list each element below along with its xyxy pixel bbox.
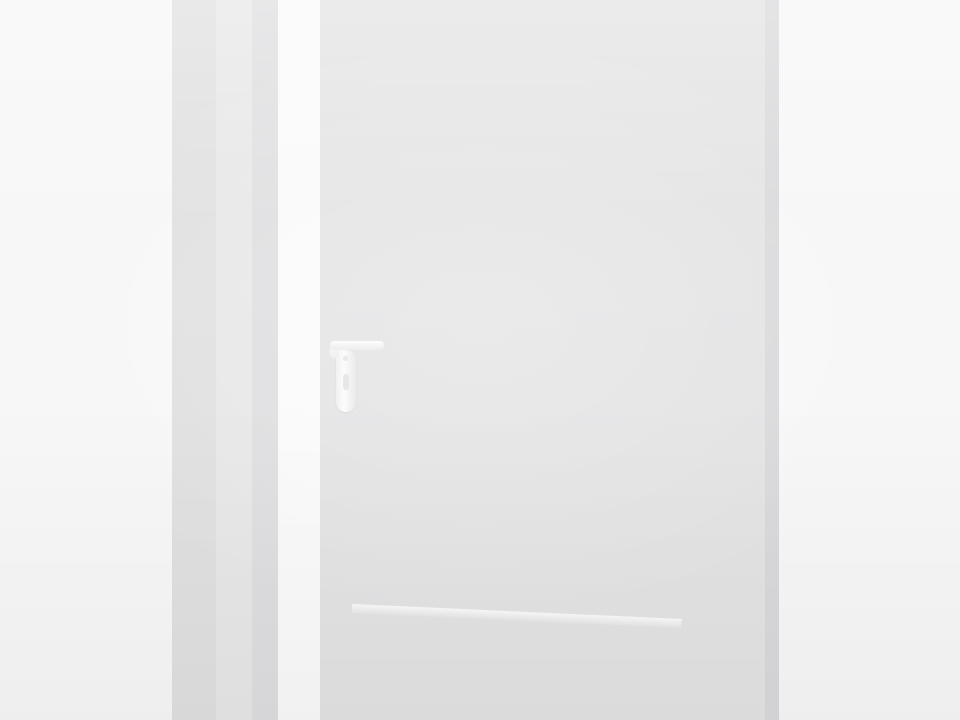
wall-band-right xyxy=(779,0,960,720)
door-edge-band xyxy=(765,0,779,720)
door-reveal-band xyxy=(278,0,320,720)
door-face-band xyxy=(320,0,765,720)
door-frame-band-3 xyxy=(252,0,278,720)
door-handle-lever xyxy=(330,341,384,350)
door-frame-band-2 xyxy=(216,0,252,720)
door-keyhole xyxy=(343,374,349,390)
door-frame-band-1 xyxy=(172,0,216,720)
door-handle-screw xyxy=(343,356,348,361)
